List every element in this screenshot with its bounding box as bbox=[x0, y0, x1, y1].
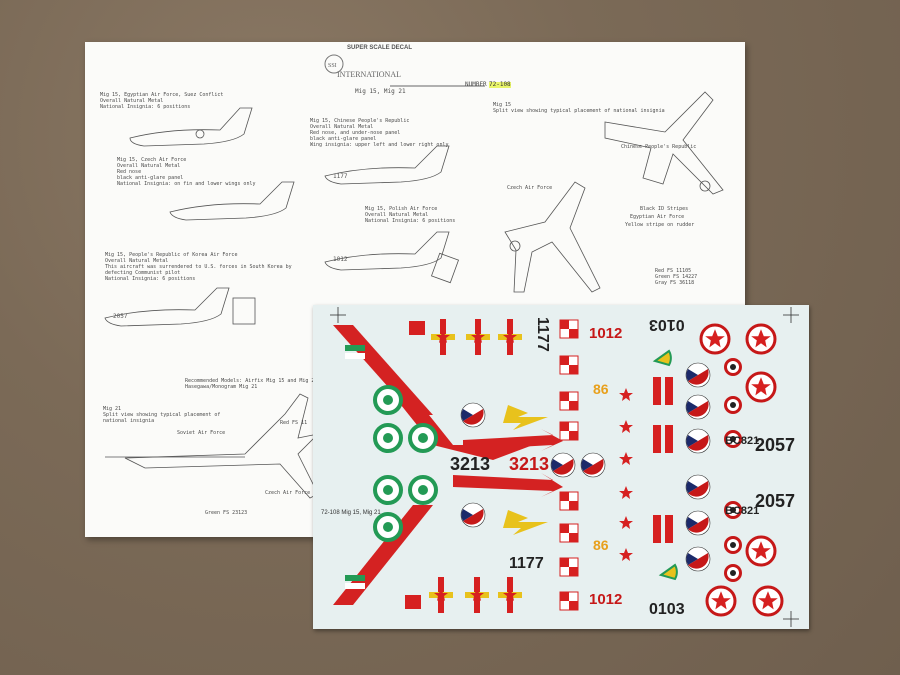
yellow-lightning bbox=[503, 405, 548, 535]
sheet-number-label: NUMBER bbox=[465, 81, 487, 88]
sheet-subtitle: Mig 15, Mig 21 bbox=[355, 88, 406, 95]
decal-sheet-vertical-text: 72-108 Mig 15, Mig 21 bbox=[321, 510, 381, 516]
color-references: Red FS 11105 Green FS 14227 Gray FS 3611… bbox=[655, 268, 698, 286]
mig15-korea-profile: 2057 bbox=[104, 287, 256, 327]
number-1177-top: 1177 bbox=[534, 317, 551, 352]
egyptian-roundels bbox=[724, 358, 742, 582]
red-stars bbox=[619, 388, 633, 561]
caption-china: Mig 15, Chinese People's Republic Overal… bbox=[310, 118, 449, 148]
caption-split15: Mig 15 Split view showing typical placem… bbox=[493, 102, 665, 114]
svg-text:1012: 1012 bbox=[333, 256, 348, 263]
svg-text:1177: 1177 bbox=[333, 173, 348, 180]
number-1012-bottom: 1012 bbox=[589, 591, 623, 608]
code-bc821-lower: BC821 bbox=[725, 505, 760, 517]
green-white-stripes bbox=[345, 345, 365, 589]
decal-sheet: 1177 1177 1012 1012 0103 0103 3213 3213 … bbox=[313, 305, 809, 629]
number-86-bottom: 86 bbox=[593, 537, 609, 553]
label-green-fs: Green FS 23123 bbox=[205, 510, 248, 516]
label-czech21: Czech Air Force bbox=[265, 490, 311, 496]
number-3213-right: 3213 bbox=[509, 454, 550, 474]
caption-egypt: Mig 15, Egyptian Air Force, Suez Conflic… bbox=[100, 92, 224, 110]
code-bc821-upper: BC821 bbox=[725, 435, 760, 447]
registration-marks bbox=[330, 307, 799, 627]
number-1012-top: 1012 bbox=[589, 325, 623, 342]
svg-text:2057: 2057 bbox=[113, 313, 128, 320]
number-3213-left: 3213 bbox=[450, 454, 491, 474]
svg-text:SSI: SSI bbox=[328, 63, 337, 69]
caption-poland: Mig 15, Polish Air Force Overall Natural… bbox=[365, 206, 456, 224]
label-black-stripes: Black ID Stripes bbox=[640, 206, 689, 212]
caption-czech: Mig 15, Czech Air Force Overall Natural … bbox=[117, 157, 256, 187]
mig15-czech-profile bbox=[169, 181, 295, 221]
number-2057-upper: 2057 bbox=[755, 435, 796, 455]
sheet-number: 72-108 bbox=[489, 81, 511, 88]
mig15-split-view bbox=[504, 91, 724, 293]
red-shields bbox=[405, 321, 425, 609]
label-egypt: Egyptian Air Force bbox=[630, 214, 685, 220]
number-86-top: 86 bbox=[593, 381, 609, 397]
mig15-poland-profile: 1012 bbox=[324, 231, 460, 284]
mig15-egypt-profile bbox=[129, 107, 253, 147]
red-white-bars bbox=[653, 377, 673, 543]
label-yellow-stripe: Yellow stripe on rudder bbox=[625, 222, 695, 228]
ssi-logo: SSI bbox=[324, 54, 344, 74]
caption-korea: Mig 15, People's Republic of Korea Air F… bbox=[105, 252, 292, 282]
number-2057-lower: 2057 bbox=[755, 491, 796, 511]
label-soviet: Soviet Air Force bbox=[177, 430, 226, 436]
label-czech: Czech Air Force bbox=[507, 185, 553, 191]
brand-name: INTERNATIONAL bbox=[337, 70, 401, 79]
number-0103-bottom: 0103 bbox=[649, 601, 685, 618]
number-0103-top: 0103 bbox=[649, 316, 685, 333]
fan-insignia bbox=[652, 349, 678, 581]
recommended-models: Recommended Models: Airfix Mig 15 and Mi… bbox=[185, 378, 317, 390]
number-1177-bottom: 1177 bbox=[509, 555, 544, 572]
mig15-china-profile: 1177 bbox=[324, 145, 450, 185]
chinese-insignia bbox=[429, 319, 522, 613]
caption-mig21: Mig 21 Split view showing typical placem… bbox=[103, 406, 221, 424]
instruction-drawings: SSI 1177 1012 2057 bbox=[104, 54, 724, 499]
decal-artwork bbox=[330, 307, 799, 627]
brand-top: SUPER SCALE DECAL bbox=[347, 45, 413, 51]
label-red-fs: Red FS 11 bbox=[280, 420, 308, 426]
label-chinese: Chinese People's Republic bbox=[621, 144, 697, 150]
